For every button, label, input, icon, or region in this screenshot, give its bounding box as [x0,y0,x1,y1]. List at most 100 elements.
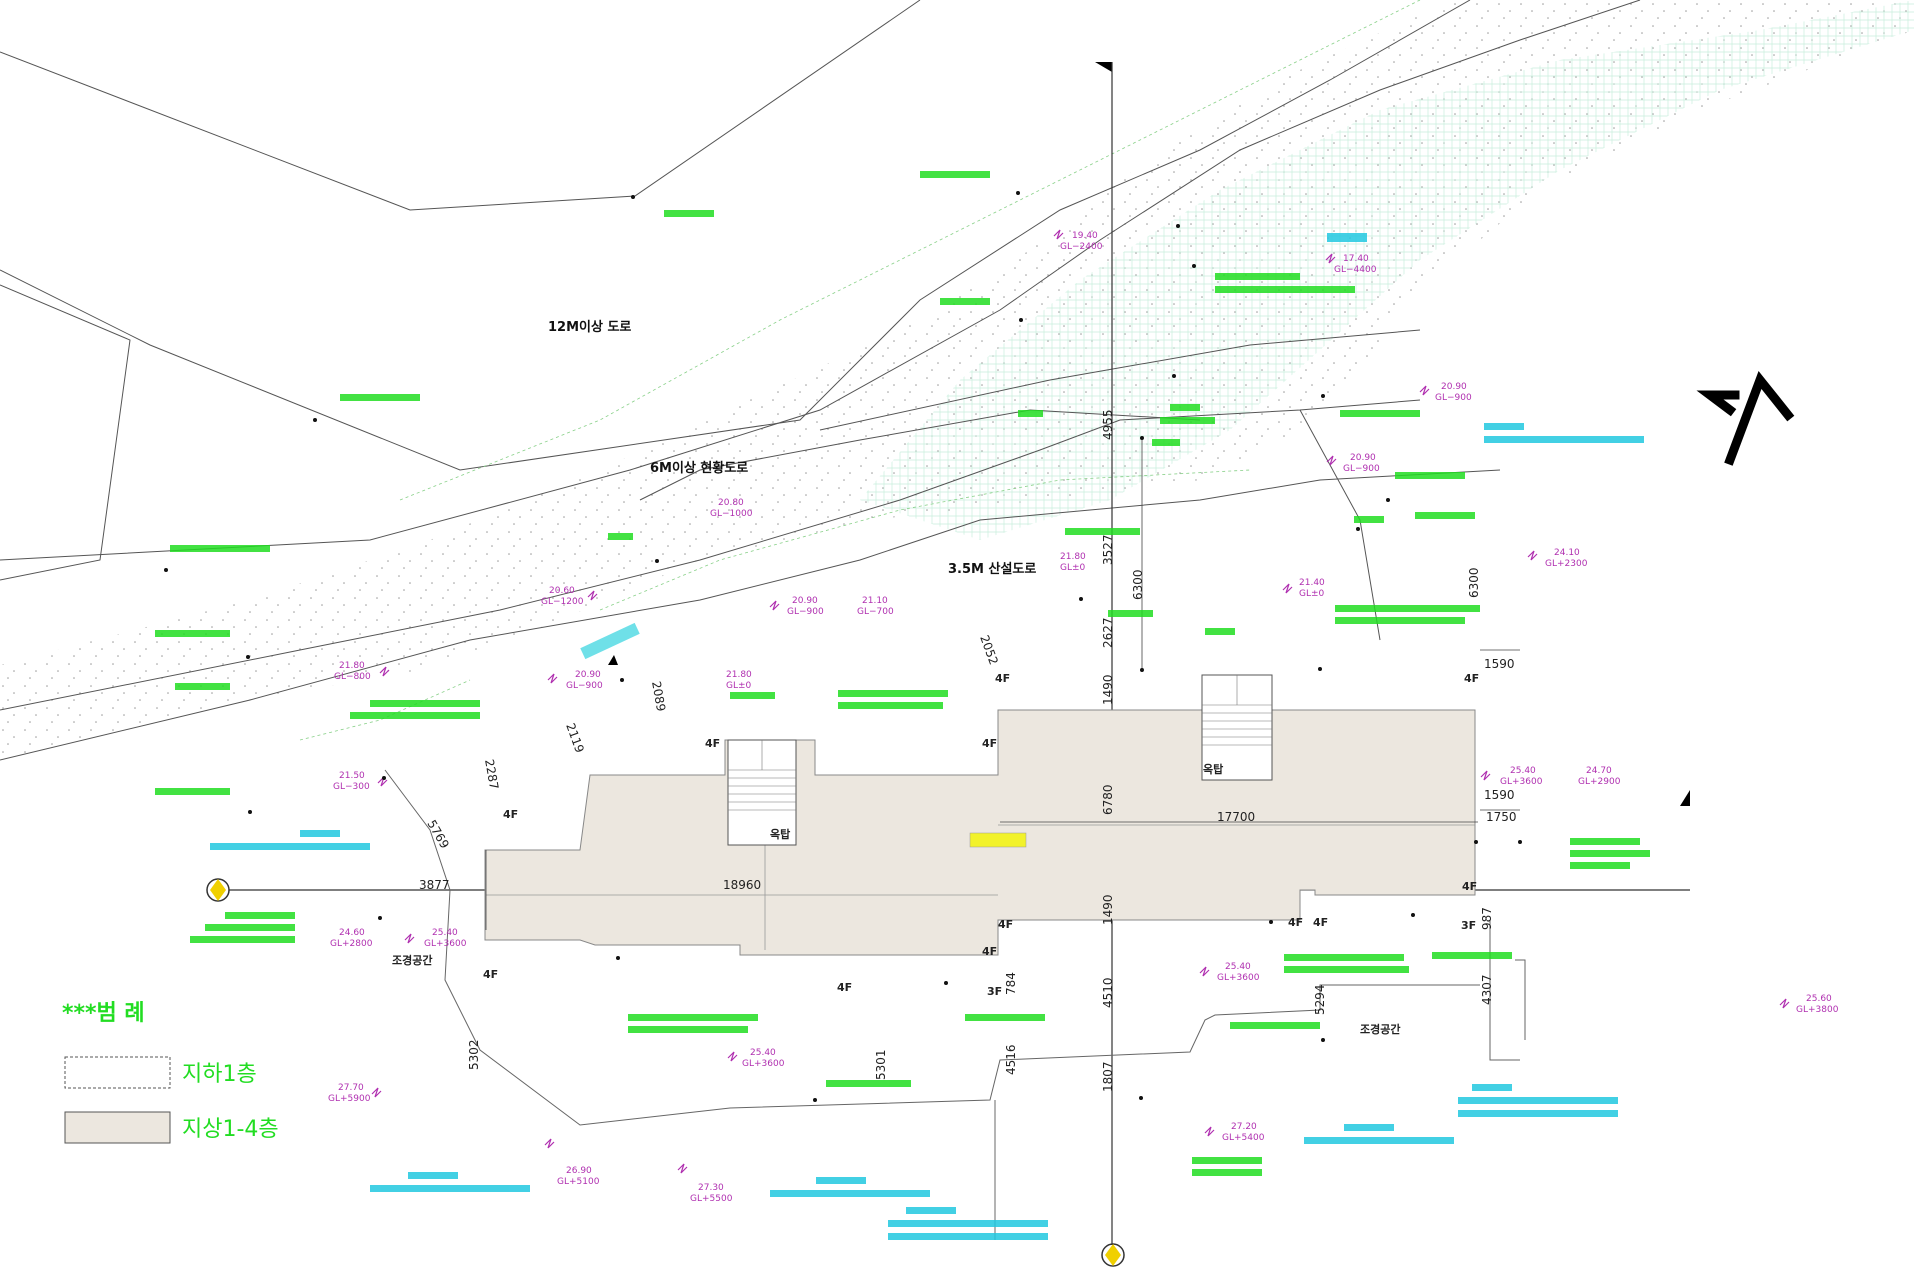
dimension-label: 17700 [1217,810,1255,824]
stair-core-1 [727,739,797,846]
dimension-label: 5294 [1313,984,1327,1015]
dimension-label: 1590 [1484,788,1515,802]
svg-text:GL−900: GL−900 [566,681,603,691]
floor-label: 4F [503,808,518,821]
svg-text:GL+5100: GL+5100 [557,1177,600,1187]
svg-text:21.80: 21.80 [1060,552,1086,562]
legend-label-basement: 지하1층 [182,1062,257,1087]
leader-dots [164,191,1522,1102]
floor-label: 3F [1461,919,1476,932]
svg-text:25.40: 25.40 [750,1048,776,1058]
space-label-landscape-1: 조경공간 [392,953,432,967]
dimension-label: 2089 [649,680,668,713]
dimension-label: 4510 [1101,977,1115,1008]
svg-text:GL−2400: GL−2400 [1060,242,1103,252]
svg-text:27.70: 27.70 [338,1083,364,1093]
floor-labels: 4F 4F 4F 4F 4F 4F 4F 4F 4F 4F 4F 3F 3F 4… [483,672,1479,998]
svg-text:GL+5400: GL+5400 [1222,1133,1265,1143]
hatched-area [860,0,1914,540]
dimension-label: 2627 [1101,617,1115,648]
legend-label-above-ground: 지상1-4층 [182,1117,279,1142]
dimension-label: 4307 [1480,974,1494,1005]
dimension-label: 5302 [467,1039,481,1070]
dimension-label: 2119 [563,721,587,754]
svg-text:GL+3800: GL+3800 [1796,1005,1839,1015]
legend-swatch-above-ground [64,1111,171,1144]
dimension-label: 784 [1004,972,1018,995]
svg-text:25.60: 25.60 [1806,994,1832,1004]
boundary-lines-green [299,0,1421,741]
svg-text:GL+2900: GL+2900 [1578,777,1621,787]
svg-text:20.60: 20.60 [549,586,575,596]
flag-markers [608,62,1690,806]
dimension-label: 4955 [1101,409,1115,440]
svg-text:GL+2300: GL+2300 [1545,559,1588,569]
floor-label: 4F [1462,880,1477,893]
legend-swatch-basement [64,1056,171,1089]
floor-label: 4F [1288,916,1303,929]
north-arrow-icon [1696,371,1795,466]
dimension-label: 6300 [1467,567,1481,598]
svg-text:GL±0: GL±0 [1299,589,1325,599]
svg-text:21.10: 21.10 [862,596,888,606]
floor-label: 4F [998,918,1013,931]
dimension-label: 5301 [874,1049,888,1080]
dimension-label: 987 [1480,907,1494,930]
stair-core-2 [1201,674,1273,781]
dimension-label: 2052 [977,633,1001,666]
legend: ***범 례 지하1층 지상1-4층 [62,1001,279,1144]
svg-text:24.60: 24.60 [339,928,365,938]
floor-label: 4F [1313,916,1328,929]
svg-text:21.50: 21.50 [339,771,365,781]
svg-text:GL−900: GL−900 [1435,393,1472,403]
svg-text:GL+3600: GL+3600 [742,1059,785,1069]
dimension-label: 1590 [1484,657,1515,671]
dimension-label: 1750 [1486,810,1517,824]
svg-text:20.80: 20.80 [718,498,744,508]
dimension-label: 18960 [723,878,761,892]
svg-text:21.80: 21.80 [339,661,365,671]
svg-text:GL±0: GL±0 [1060,563,1086,573]
level-symbols [371,229,1790,1174]
svg-text:GL+3600: GL+3600 [424,939,467,949]
svg-text:25.40: 25.40 [432,928,458,938]
dimension-label: 6780 [1101,784,1115,815]
svg-text:GL−900: GL−900 [1343,464,1380,474]
yellow-tag [969,832,1027,848]
legend-title: ***범 례 [62,1001,145,1026]
dimension-label: 3877 [419,878,450,892]
floor-label: 4F [483,968,498,981]
svg-text:20.90: 20.90 [792,596,818,606]
floor-label: 4F [982,945,997,958]
basement-outline [384,769,1526,1126]
svg-text:20.90: 20.90 [1350,453,1376,463]
floor-label: 4F [705,737,720,750]
floor-label: 4F [837,981,852,994]
svg-text:21.40: 21.40 [1299,578,1325,588]
svg-text:GL−1000: GL−1000 [710,509,753,519]
svg-text:20.90: 20.90 [1441,382,1467,392]
svg-text:25.40: 25.40 [1510,766,1536,776]
svg-text:24.70: 24.70 [1586,766,1612,776]
cyan-tag [580,622,640,660]
dimension-label: 3527 [1101,534,1115,565]
